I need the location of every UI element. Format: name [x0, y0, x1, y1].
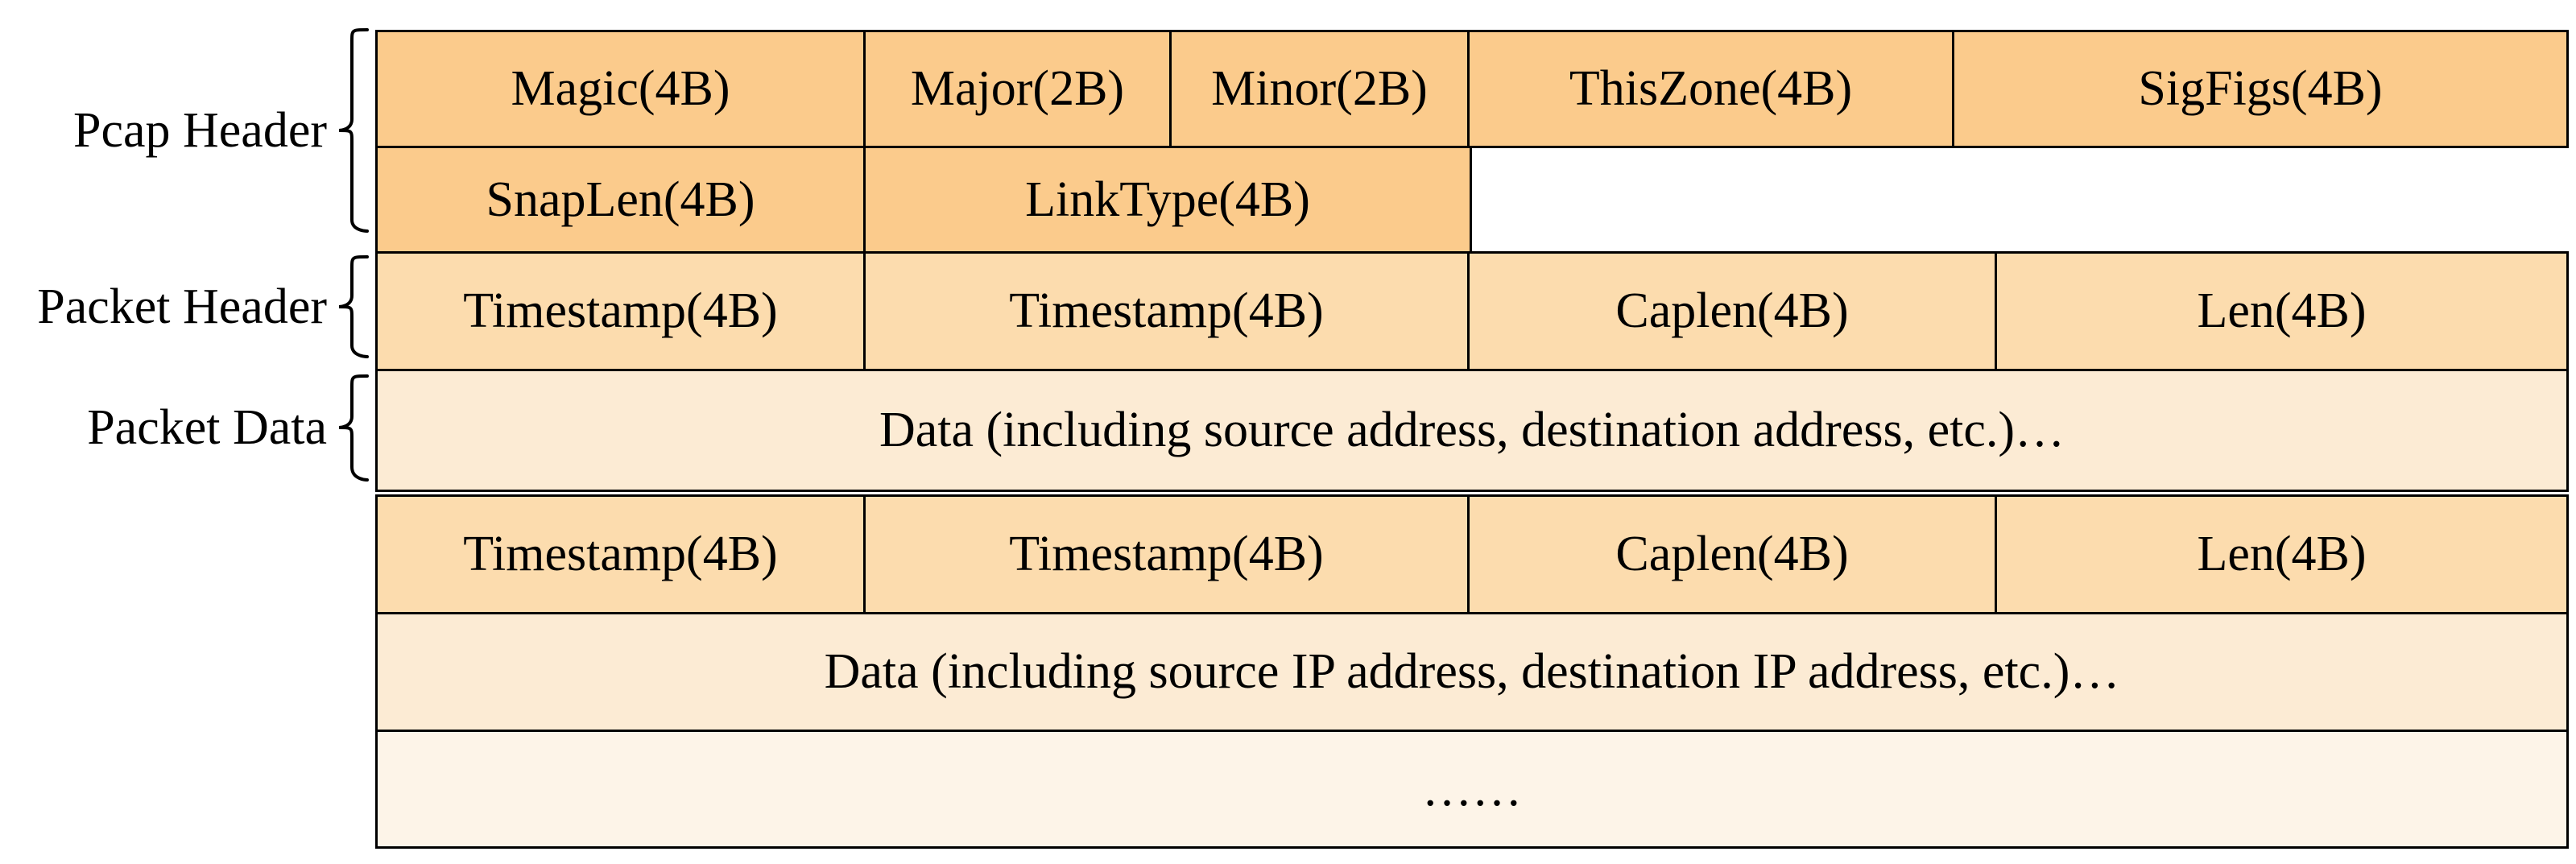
packet-data-brace-icon: [338, 374, 369, 482]
cell-len: Len(4B): [2197, 283, 2367, 338]
cell-packet2-data: Data (including source IP address, desti…: [824, 644, 2120, 699]
row-packet2-data: Data (including source IP address, desti…: [375, 612, 2569, 730]
cell-magic: Magic(4B): [378, 32, 866, 146]
row-pcap-header-1: Magic(4B) Major(2B) Minor(2B) ThisZone(4…: [375, 30, 2569, 148]
cell-timestamp-usec: Timestamp(4B): [866, 254, 1470, 369]
cell-linktype: LinkType(4B): [1025, 172, 1310, 227]
row-more-packets: ……: [375, 730, 2569, 849]
cell-timestamp-usec: Timestamp(4B): [866, 497, 1470, 612]
cell-more-packets: ……: [1422, 761, 1522, 816]
cell-sigfigs: SigFigs(4B): [2138, 61, 2383, 116]
packet-boundary-double-line: [375, 490, 2569, 497]
cell-packet1-data: Data (including source address, destinat…: [879, 403, 2065, 457]
label-packet-data: Packet Data: [87, 400, 327, 455]
label-pcap-header: Pcap Header: [73, 103, 327, 158]
row-packet1-header: Timestamp(4B) Timestamp(4B) Caplen(4B) L…: [375, 251, 2569, 369]
cell-timestamp-sec: Timestamp(4B): [378, 497, 866, 612]
cell-timestamp-sec: Timestamp(4B): [378, 254, 866, 369]
cell-caplen: Caplen(4B): [1470, 497, 1997, 612]
row-pcap-header-2: SnapLen(4B) LinkType(4B): [375, 148, 1472, 251]
label-packet-header: Packet Header: [37, 279, 327, 334]
packet-header-brace-icon: [338, 255, 369, 358]
cell-snaplen: SnapLen(4B): [378, 148, 866, 251]
pcap-structure-table: Magic(4B) Major(2B) Minor(2B) ThisZone(4…: [375, 30, 2569, 849]
cell-thiszone: ThisZone(4B): [1470, 32, 1954, 146]
pcap-header-brace-icon: [338, 28, 369, 233]
row-packet1-data: Data (including source address, destinat…: [375, 369, 2569, 490]
row-packet2-header: Timestamp(4B) Timestamp(4B) Caplen(4B) L…: [375, 497, 2569, 612]
cell-caplen: Caplen(4B): [1470, 254, 1997, 369]
cell-major: Major(2B): [866, 32, 1172, 146]
cell-len: Len(4B): [2197, 527, 2367, 581]
cell-minor: Minor(2B): [1172, 32, 1470, 146]
